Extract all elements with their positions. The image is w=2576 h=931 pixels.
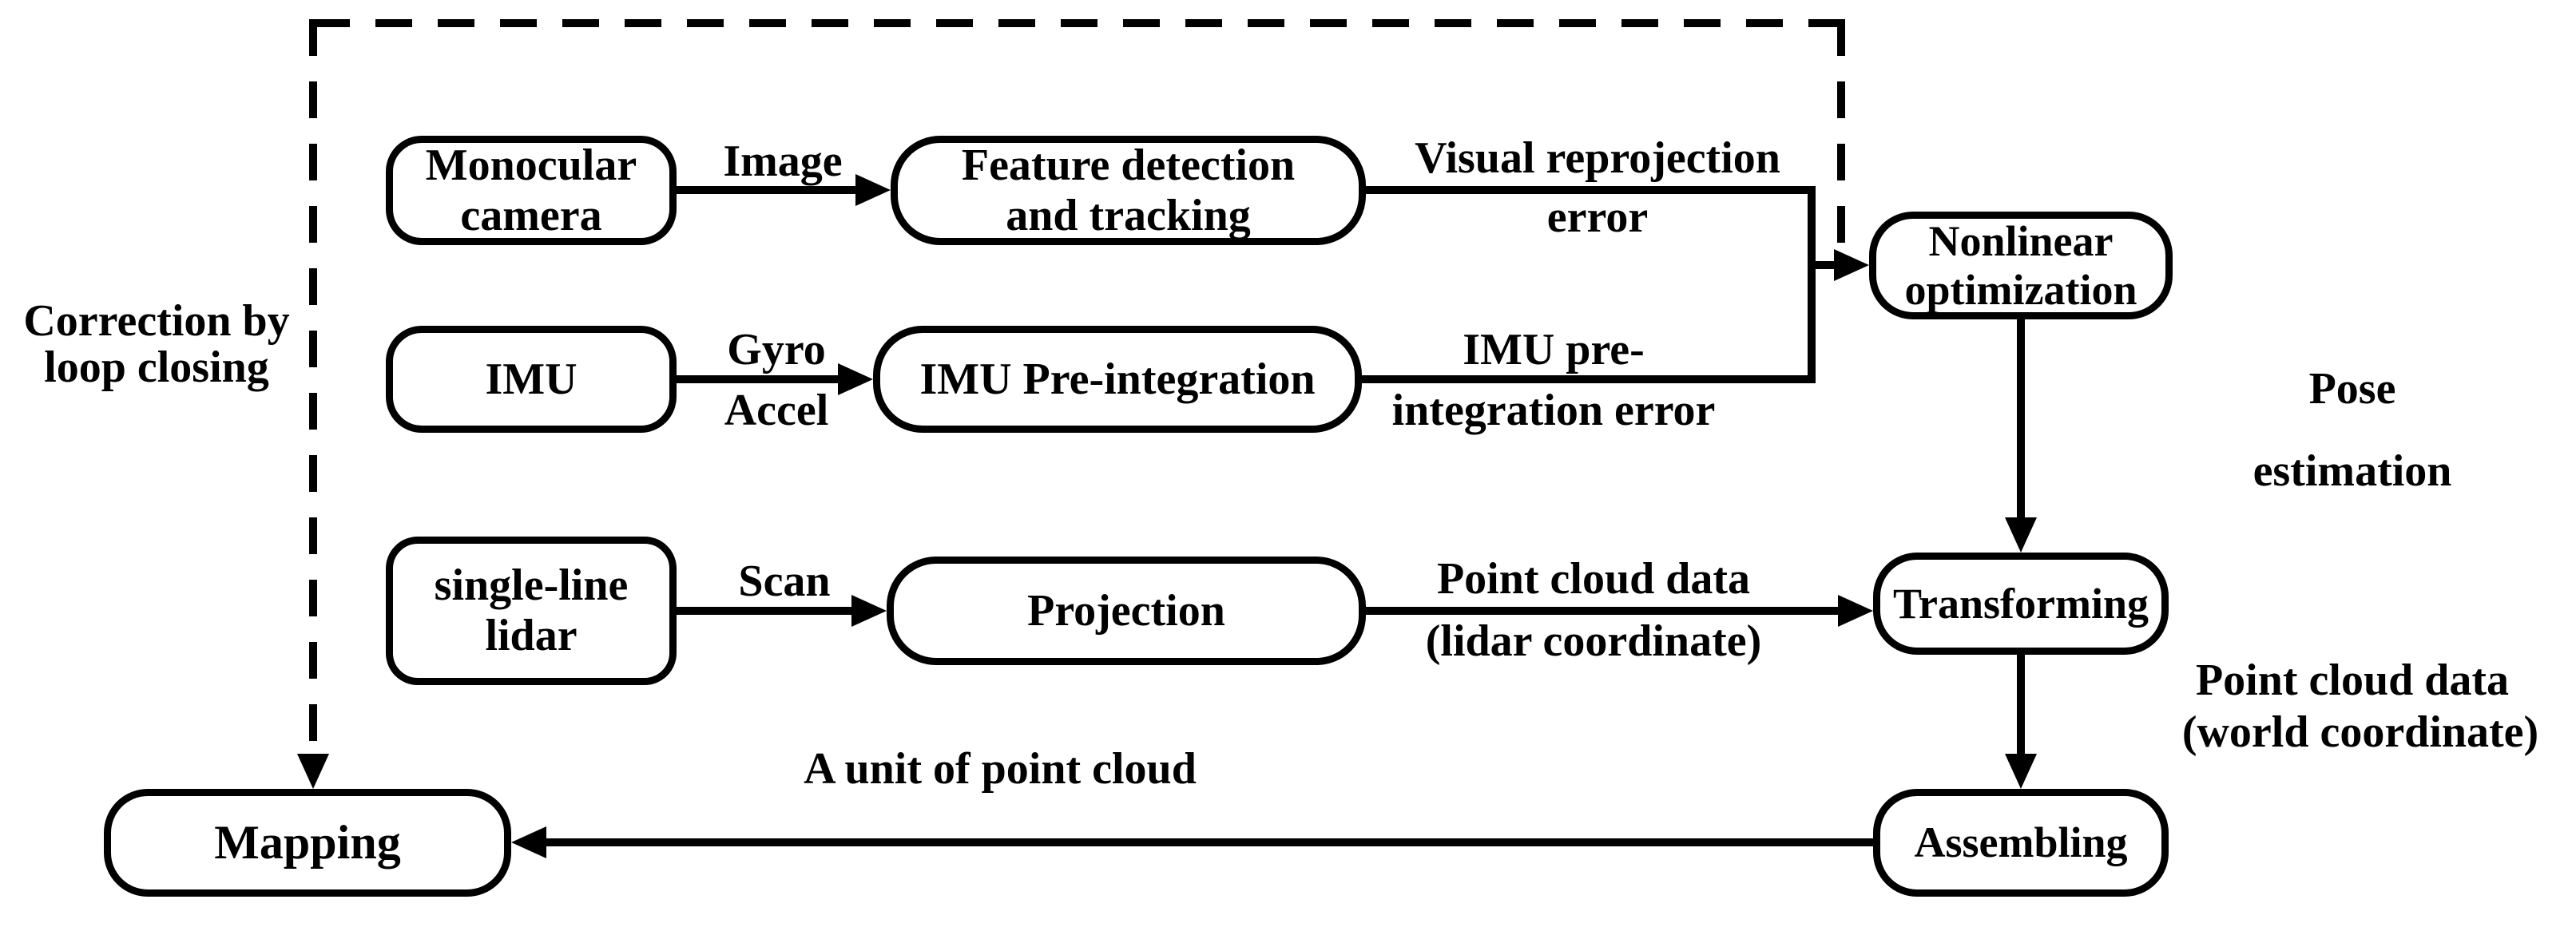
edge-pcd-world-arrowhead — [2005, 754, 2037, 789]
node-projection-line1: Projection — [1027, 585, 1225, 636]
edge-pose — [2017, 319, 2025, 519]
label-pose-estimation-line1: Pose — [2308, 364, 2396, 414]
label-imu-error-line1: IMU pre- — [1463, 325, 1645, 374]
dashed-boundary-right — [1837, 19, 1845, 261]
node-transforming-line1: Transforming — [1893, 579, 2149, 628]
node-projection: Projection — [887, 557, 1366, 665]
dashed-boundary-left — [309, 19, 317, 751]
node-nonlinear-optimization-line2: optimization — [1904, 265, 2137, 314]
edge-pose-arrowhead — [2005, 517, 2037, 553]
edge-image-arrowhead — [855, 174, 891, 206]
node-imu: IMU — [386, 326, 677, 433]
edge-scan-arrowhead — [851, 595, 887, 627]
label-correction-line1: Correction by — [23, 296, 290, 346]
label-unit-point-cloud: A unit of point cloud — [804, 744, 1197, 794]
node-imu-line1: IMU — [485, 354, 578, 404]
node-mapping-line1: Mapping — [214, 815, 401, 869]
label-visual-error-line2: error — [1546, 192, 1649, 242]
node-single-line-lidar-line1: single-line — [434, 561, 629, 611]
label-pcd-world-line1: Point cloud data — [2195, 656, 2510, 705]
label-pcd-world-line2: (world coordinate) — [2181, 707, 2539, 757]
edge-pcd-lidar — [1366, 607, 1840, 615]
label-gyro: Gyro — [727, 325, 826, 374]
label-visual-error-line1: Visual reprojection — [1415, 133, 1780, 183]
edge-pcd-lidar-arrowhead — [1838, 595, 1873, 627]
edge-unit-point-cloud-arrowhead — [511, 826, 546, 858]
node-feature-detection: Feature detection and tracking — [891, 136, 1366, 245]
node-assembling-line1: Assembling — [1914, 818, 2128, 867]
node-imu-preintegration-line1: IMU Pre-integration — [919, 354, 1316, 404]
node-transforming: Transforming — [1873, 553, 2169, 655]
label-correction-line2: loop closing — [44, 343, 269, 392]
node-nonlinear-optimization-line1: Nonlinear — [1928, 217, 2114, 266]
dashed-boundary-top — [313, 19, 1841, 27]
node-monocular-camera: Monocular camera — [386, 136, 677, 245]
node-monocular-camera-line1: Monocular — [425, 140, 637, 190]
label-pose-estimation-line2: estimation — [2253, 446, 2452, 496]
label-accel: Accel — [724, 386, 829, 435]
edge-to-optimization-arrowhead — [1834, 249, 1869, 281]
node-imu-preintegration: IMU Pre-integration — [873, 326, 1362, 433]
node-nonlinear-optimization: Nonlinear optimization — [1869, 212, 2173, 319]
node-feature-detection-line2: and tracking — [1006, 190, 1251, 240]
loop-closing-arrowhead — [297, 754, 329, 789]
label-image: Image — [723, 137, 843, 186]
edge-gyro-accel — [677, 375, 839, 383]
label-pcd-lidar-line2: (lidar coordinate) — [1425, 616, 1762, 666]
label-imu-error-line2: integration error — [1391, 386, 1716, 435]
edge-visual-error — [1366, 186, 1816, 194]
error-bracket-vertical — [1808, 186, 1816, 383]
edge-gyro-accel-arrowhead — [838, 363, 873, 395]
node-single-line-lidar: single-line lidar — [386, 537, 677, 685]
edge-scan — [677, 607, 853, 615]
node-assembling: Assembling — [1873, 789, 2169, 897]
label-pcd-lidar-line1: Point cloud data — [1436, 554, 1751, 604]
edge-to-optimization — [1812, 261, 1836, 269]
edge-image — [677, 186, 857, 194]
node-single-line-lidar-line2: lidar — [485, 611, 578, 660]
label-scan: Scan — [738, 557, 831, 606]
node-mapping: Mapping — [104, 789, 511, 897]
node-feature-detection-line1: Feature detection — [961, 140, 1296, 190]
edge-unit-point-cloud — [546, 838, 1873, 846]
edge-pcd-world — [2017, 655, 2025, 755]
edge-imu-error — [1362, 375, 1816, 383]
node-monocular-camera-line2: camera — [460, 190, 602, 240]
